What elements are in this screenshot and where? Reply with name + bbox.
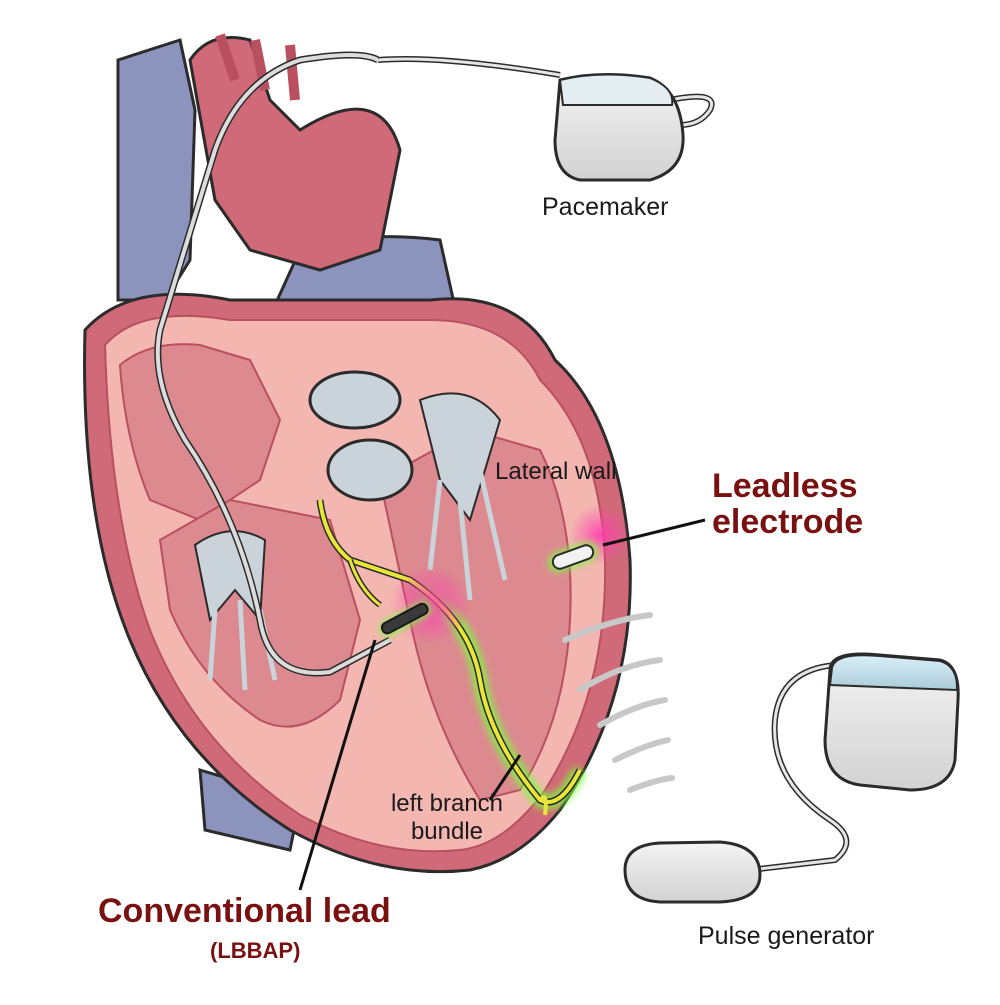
pacemaker-label: Pacemaker	[542, 193, 669, 221]
pulse-generator-label: Pulse generator	[698, 922, 875, 950]
left-branch-leader	[488, 754, 522, 801]
conventional-lead-leader	[298, 639, 377, 891]
leadless-electrode-label-line1: Leadless	[712, 467, 858, 505]
leadless-electrode-label-line2: electrode	[712, 503, 864, 541]
left-ventricle-chamber	[378, 428, 572, 802]
left-branch-bundle-label-line1: left branch	[390, 790, 504, 817]
leadless-electrode-label: Leadless electrode	[712, 468, 863, 540]
leadless-electrode-capsule	[548, 542, 598, 572]
conventional-lead-sublabel: (LBBAP)	[210, 938, 301, 963]
tricuspid-valve	[193, 530, 278, 691]
superior-vena-cava	[116, 38, 197, 302]
left-branch-bundle-label-line2: bundle	[410, 818, 484, 845]
lateral-wall-label: Lateral wall	[495, 458, 617, 485]
conventional-lead-tip	[379, 601, 431, 636]
aorta	[188, 33, 402, 272]
pacing-glow-septal	[390, 565, 470, 645]
pacemaker-lead-wire	[154, 51, 392, 677]
leadless-electrode-leader	[602, 518, 706, 547]
leader-lines	[298, 518, 706, 891]
pacemaker-device	[377, 56, 715, 182]
wireless-signal-waves	[562, 612, 675, 793]
aortic-valve	[308, 370, 414, 502]
mitral-valve	[418, 392, 508, 601]
pulse-generator-device	[623, 652, 960, 904]
conventional-lead-label: Conventional lead	[98, 892, 391, 930]
left-branch-bundle-label: left branch bundle	[372, 790, 522, 846]
